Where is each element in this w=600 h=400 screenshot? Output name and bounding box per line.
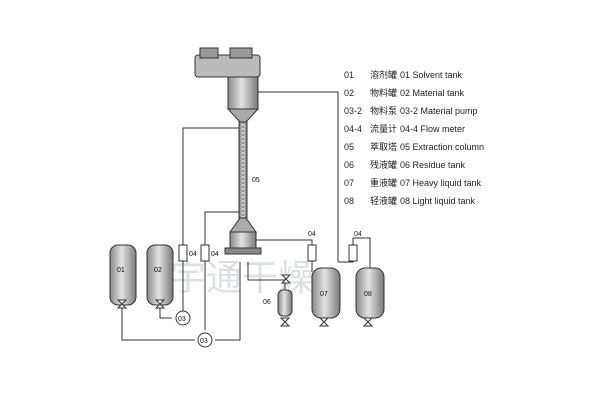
legend-english-label: 05 Extraction column — [400, 142, 484, 152]
legend-english-label: 01 Solvent tank — [400, 70, 463, 80]
legend-english-label: 03-2 Material pump — [400, 106, 478, 116]
upper-cone — [226, 108, 260, 123]
legend-code: 06 — [344, 160, 354, 170]
tank-02-tag: 02 — [154, 267, 162, 274]
pipe-bottom-left — [121, 305, 195, 341]
tank-06-tag: 06 — [263, 299, 271, 306]
pipe-bottom-right — [215, 262, 241, 341]
valve-residue-line — [280, 274, 292, 284]
extraction-column: 05 — [194, 47, 262, 255]
watermark-text: 宇通干燥 — [170, 258, 314, 299]
legend-code: 08 — [344, 196, 354, 206]
valve-tank07 — [318, 317, 330, 327]
valve-tank08 — [362, 317, 374, 327]
tank-02: 02 — [146, 244, 174, 306]
flowmeter-d-tag: 04 — [354, 231, 362, 238]
tank-07-body — [311, 267, 341, 319]
flowmeter-a-tag: 04 — [189, 251, 197, 258]
flowmeters: 04 04 04 04 — [178, 231, 362, 262]
legend-chinese-label: 溶剂罐 — [370, 69, 397, 80]
legend-code: 05 — [344, 142, 354, 152]
pump-b: 03 — [197, 332, 213, 348]
valve-tank01 — [116, 299, 128, 309]
motor-right — [229, 47, 253, 59]
pipe-tank02-pump — [159, 305, 172, 319]
tank-01: 01 — [109, 244, 137, 306]
motor-left — [199, 47, 219, 59]
pipe-feed-lower — [204, 211, 240, 330]
pump-a-tag: 03 — [178, 316, 186, 323]
legend-english-label: 07 Heavy liquid tank — [400, 178, 482, 188]
flowmeter-c-tag: 04 — [308, 231, 316, 238]
pipe-light — [338, 237, 371, 268]
flowmeter-d — [348, 244, 358, 262]
pipe-top-return — [258, 91, 339, 262]
pipe-residue — [247, 262, 286, 290]
tank-01-body — [109, 244, 137, 306]
upper-settler — [227, 76, 259, 110]
legend-chinese-label: 流量计 — [370, 123, 397, 134]
pump-b-tag: 03 — [200, 338, 208, 345]
tank-07: 07 — [311, 267, 341, 319]
pump-a-body — [175, 310, 191, 326]
valve-tank06 — [279, 317, 291, 327]
legend-english-label: 04-4 Flow meter — [400, 124, 465, 134]
legend-chinese-label: 物料泵 — [370, 105, 397, 116]
pump-a: 03 — [175, 310, 191, 326]
legend-chinese-label: 物料罐 — [370, 87, 397, 98]
tank-08-body — [355, 267, 385, 319]
tank-08-tag: 08 — [364, 291, 372, 298]
tank-06-body — [277, 289, 293, 317]
pump-b-body — [197, 332, 213, 348]
legend-english-label: 08 Light liquid tank — [400, 196, 476, 206]
flowmeter-b — [200, 244, 210, 262]
flowmeter-a — [178, 244, 188, 262]
legend-chinese-label: 重液罐 — [370, 177, 397, 188]
legend-english-label: 02 Material tank — [400, 88, 465, 98]
lower-settler — [229, 231, 257, 251]
flowmeter-b-tag: 04 — [211, 251, 219, 258]
legend-code: 02 — [344, 88, 354, 98]
legend-chinese-label: 残液罐 — [370, 159, 397, 170]
legend-code: 03-2 — [344, 106, 362, 116]
valve-tank02 — [154, 299, 166, 309]
tank-06: 06 — [263, 289, 293, 317]
column-base — [224, 247, 262, 255]
tank-02-body — [146, 244, 174, 306]
lower-cone — [229, 217, 257, 233]
tank-07-tag: 07 — [320, 291, 328, 298]
column-tag: 05 — [252, 177, 260, 184]
legend-english-label: 06 Residue tank — [400, 160, 466, 170]
legend-code: 04-4 — [344, 124, 362, 134]
legend-chinese-label: 萃取塔 — [370, 141, 397, 152]
tank-08: 08 — [355, 267, 385, 319]
tank-01-tag: 01 — [117, 267, 125, 274]
legend-code: 01 — [344, 70, 354, 80]
legend-code: 07 — [344, 178, 354, 188]
legend-chinese-label: 轻液罐 — [370, 195, 397, 206]
flowmeter-c — [307, 244, 317, 262]
